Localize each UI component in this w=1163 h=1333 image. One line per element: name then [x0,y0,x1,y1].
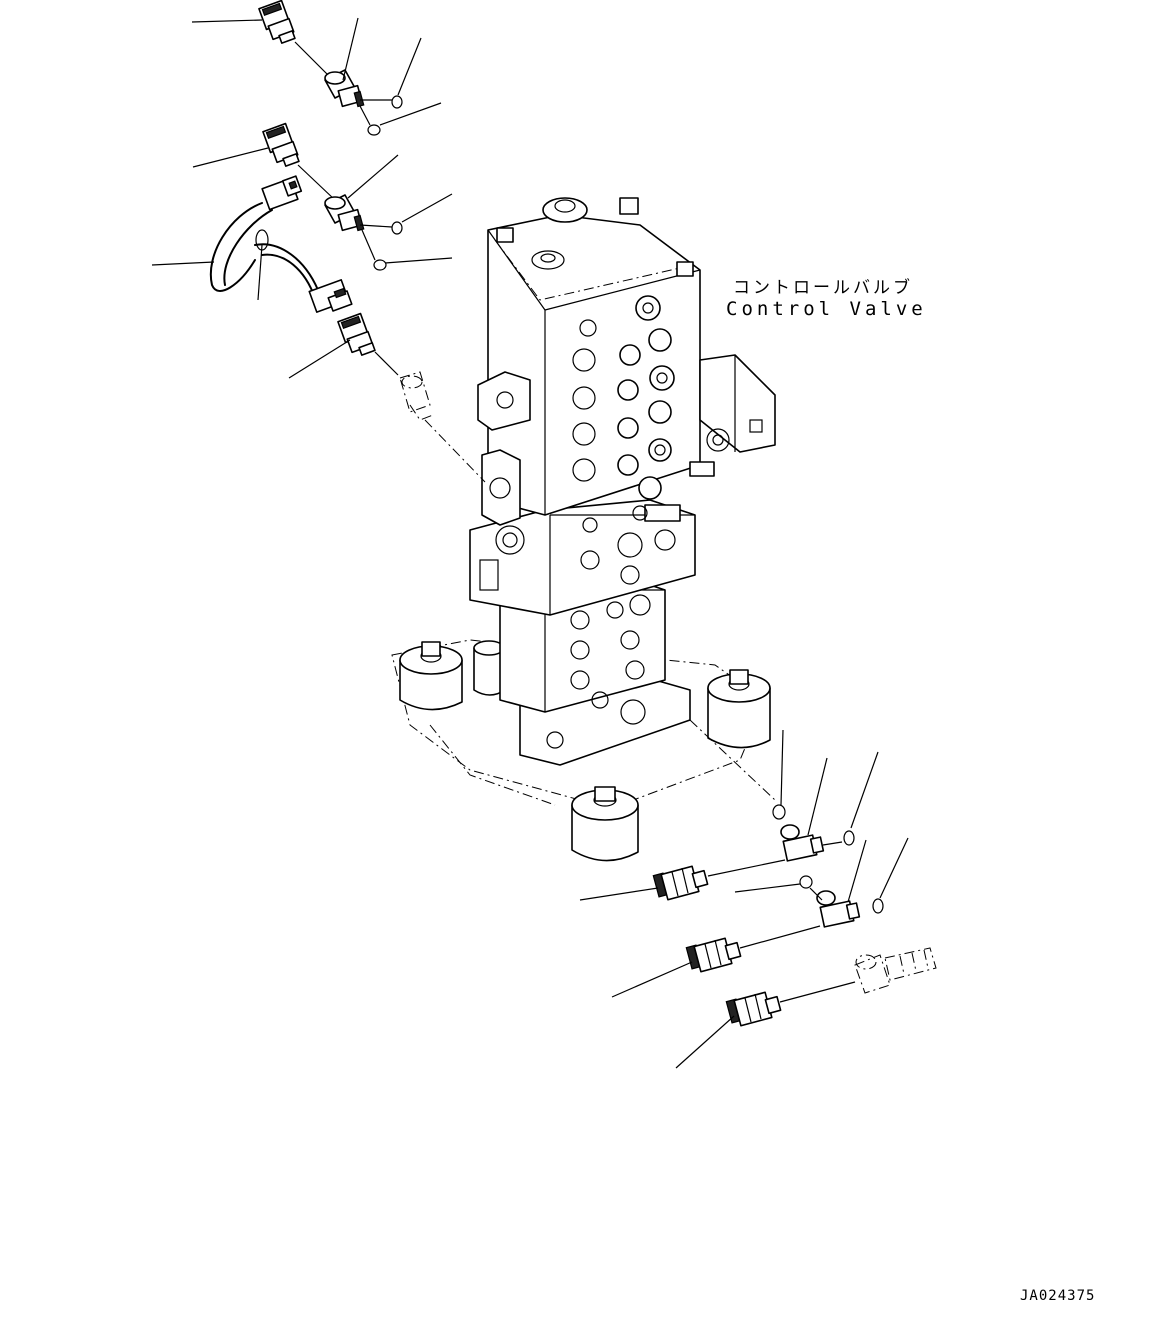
pressure-sensor-icon [652,865,709,901]
pressure-sensor-icon [262,122,300,167]
o-ring-icon [843,830,855,846]
plug-icon [854,947,937,994]
pressure-sensor-icon [725,991,782,1027]
o-ring-icon [391,95,403,109]
elbow-fitting-icon [816,890,861,928]
part-name-japanese: コントロールバルブ [733,278,913,298]
part-name-english: Control Valve [726,298,927,320]
plug-icon [399,371,434,421]
drawing-code: JA024375 [1020,1288,1096,1304]
o-ring-icon [772,804,786,820]
o-ring-icon [799,875,813,889]
wire-harness-icon [209,175,353,313]
o-ring-icon [367,124,381,136]
control-valve-assembly-icon [391,197,776,862]
pressure-sensor-icon [685,937,742,973]
o-ring-icon [391,221,403,235]
o-ring-icon [872,898,884,914]
elbow-fitting-icon [324,194,365,232]
pressure-sensor-icon [337,312,376,356]
o-ring-icon [373,259,387,271]
pressure-sensor-icon [258,0,296,44]
elbow-fitting-icon [780,824,825,862]
elbow-fitting-icon [324,69,365,108]
